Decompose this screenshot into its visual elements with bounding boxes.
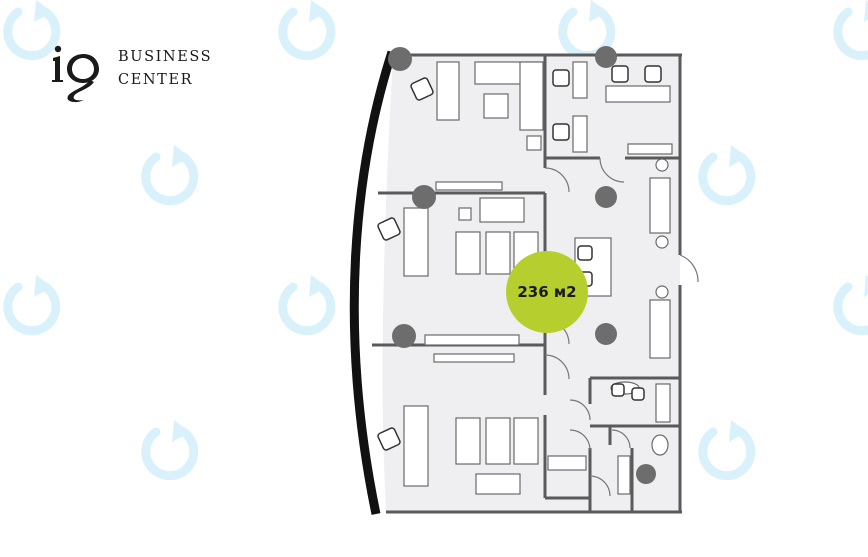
- walls: [372, 53, 682, 514]
- brand-line-1: BUSINESS: [118, 49, 213, 65]
- brand-name: BUSINESS CENTER: [118, 46, 212, 92]
- brand-line-2: CENTER: [118, 72, 194, 88]
- area-badge: 236 м2: [506, 251, 588, 333]
- facade-wall: [349, 50, 397, 515]
- area-label: 236 м2: [517, 283, 577, 301]
- columns: [388, 46, 656, 484]
- furniture: [403, 61, 673, 495]
- brand-logo-icon: [52, 45, 99, 103]
